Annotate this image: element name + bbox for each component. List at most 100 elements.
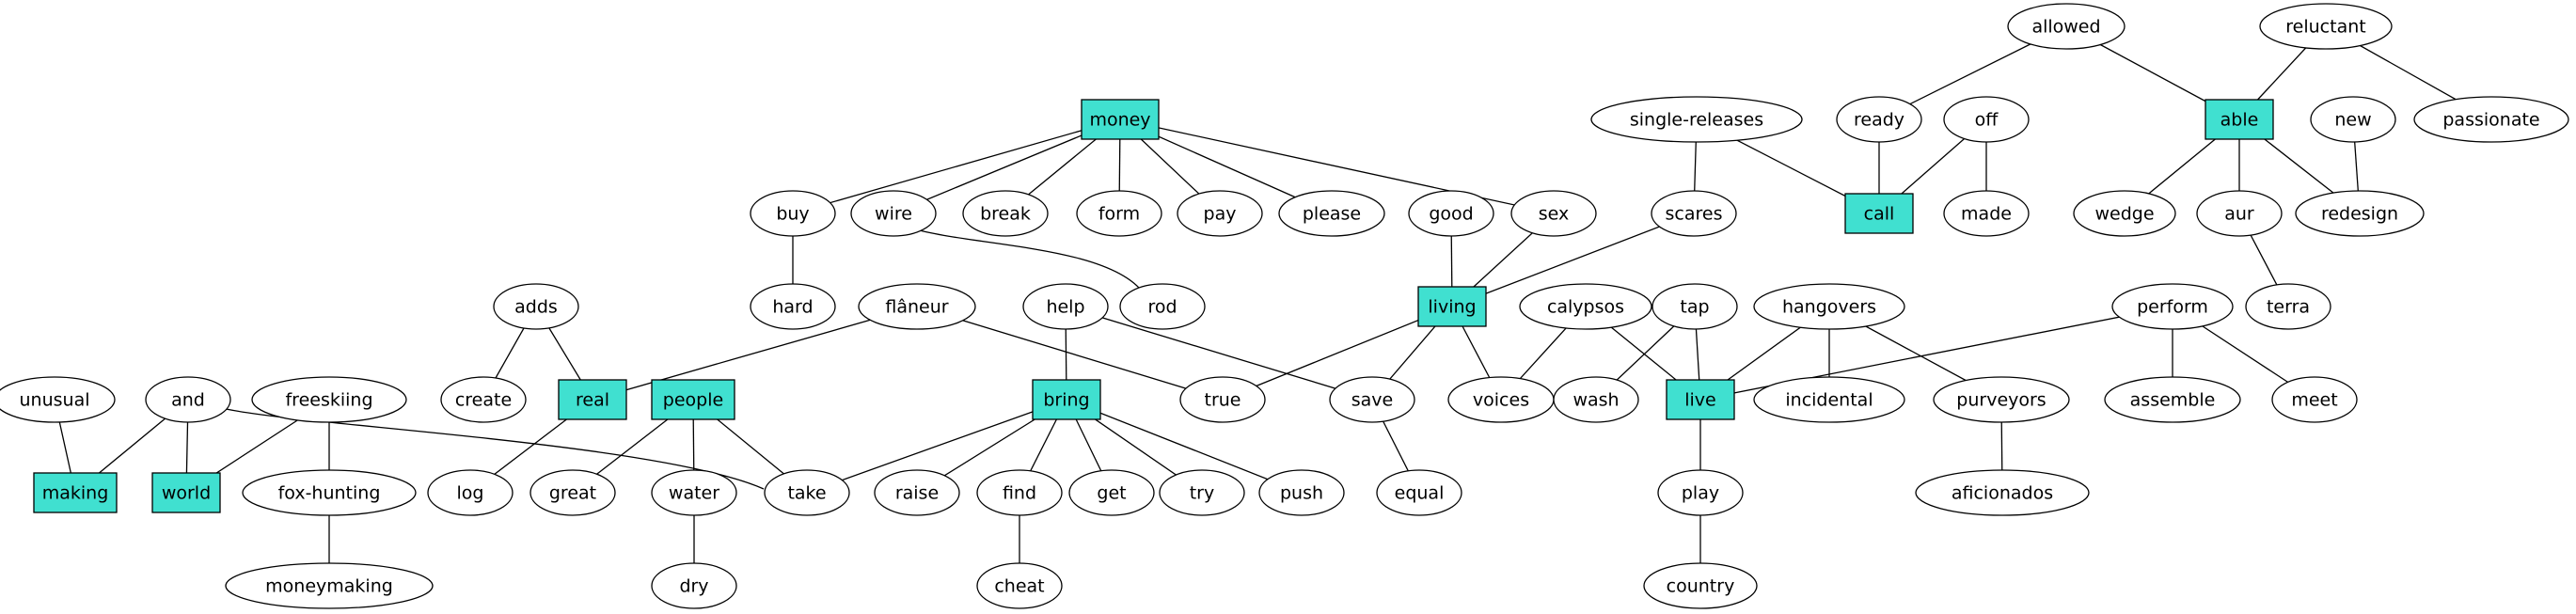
node-passionate: passionate [2413, 96, 2569, 143]
node-incidental-label: incidental [1785, 390, 1873, 411]
node-able-shape [2205, 99, 2274, 140]
edge-bring-take [806, 399, 1067, 494]
node-create: create [440, 376, 527, 423]
node-take-shape [764, 469, 850, 516]
node-aficionados: aficionados [1915, 469, 2090, 516]
node-save-shape [1329, 376, 1415, 423]
node-cheat-shape [976, 562, 1063, 609]
node-wash-shape [1553, 376, 1639, 423]
node-scares: scares [1651, 190, 1737, 237]
node-help-shape [1022, 283, 1109, 330]
node-off-label: off [1975, 110, 1999, 131]
node-tap: tap [1651, 283, 1738, 330]
node-meet: meet [2271, 376, 2358, 423]
node-allowed-shape [2007, 3, 2126, 50]
node-true-shape [1179, 376, 1266, 423]
node-made: made [1943, 190, 2030, 237]
node-ready: ready [1836, 96, 1922, 143]
node-log-shape [427, 469, 514, 516]
node-find-label: find [1003, 483, 1036, 504]
node-create-label: create [455, 390, 512, 411]
node-flaneur: flâneur [858, 283, 976, 330]
node-hard-label: hard [772, 297, 813, 318]
node-get: get [1068, 469, 1155, 516]
node-rod: rod [1119, 283, 1206, 330]
node-money-label: money [1089, 110, 1150, 131]
node-terra-label: terra [2267, 297, 2310, 318]
node-rod-label: rod [1147, 297, 1177, 318]
node-find-shape [976, 469, 1063, 516]
node-wash: wash [1553, 376, 1639, 423]
node-calypsos: calypsos [1519, 283, 1652, 330]
node-pay-label: pay [1204, 204, 1237, 225]
node-able: able [2205, 99, 2274, 140]
node-play-label: play [1682, 483, 1719, 504]
edge-bring-push [1066, 399, 1303, 494]
node-and-label: and [171, 390, 205, 411]
node-save-label: save [1351, 390, 1393, 411]
node-great-label: great [549, 483, 596, 504]
node-buy-label: buy [776, 204, 809, 225]
node-try-shape [1159, 469, 1245, 516]
node-create-shape [440, 376, 527, 423]
edge-money-buy [792, 118, 1121, 214]
node-cheat-label: cheat [994, 576, 1044, 597]
node-call-shape [1844, 193, 1914, 234]
node-aficionados-label: aficionados [1952, 483, 2053, 504]
node-incidental: incidental [1753, 376, 1905, 423]
node-people: people [651, 379, 735, 420]
node-and: and [145, 376, 231, 423]
edge-help-save [1065, 306, 1373, 401]
node-living-shape [1417, 286, 1487, 327]
node-help-label: help [1046, 297, 1084, 318]
node-made-shape [1943, 190, 2030, 237]
node-people-shape [651, 379, 735, 420]
node-new-label: new [2334, 110, 2371, 131]
node-bring-label: bring [1043, 390, 1089, 411]
node-flaneur-shape [858, 283, 976, 330]
node-tap-shape [1651, 283, 1738, 330]
node-real: real [558, 379, 627, 420]
node-cheat: cheat [976, 562, 1063, 609]
node-push: push [1258, 469, 1345, 516]
node-please-shape [1278, 190, 1385, 237]
node-raise-shape [874, 469, 960, 516]
node-form-label: form [1098, 204, 1140, 225]
node-hangovers: hangovers [1753, 283, 1905, 330]
node-find: find [976, 469, 1063, 516]
node-play-shape [1657, 469, 1744, 516]
node-sex-label: sex [1539, 204, 1570, 225]
node-purveyors-shape [1933, 376, 2070, 423]
node-wire-label: wire [875, 204, 912, 225]
node-log-label: log [457, 483, 484, 504]
node-equal: equal [1376, 469, 1462, 516]
node-live-label: live [1684, 390, 1716, 411]
node-adds-label: adds [514, 297, 558, 318]
node-wire: wire [850, 190, 937, 237]
node-living-label: living [1428, 297, 1476, 318]
node-play: play [1657, 469, 1744, 516]
node-break: break [962, 190, 1049, 237]
node-incidental-shape [1753, 376, 1905, 423]
node-redesign: redesign [2295, 190, 2425, 237]
node-voices: voices [1447, 376, 1555, 423]
node-aur-label: aur [2224, 204, 2254, 225]
node-made-label: made [1961, 204, 2012, 225]
node-buy-shape [750, 190, 836, 237]
node-help: help [1022, 283, 1109, 330]
node-new: new [2310, 96, 2396, 143]
node-dry: dry [651, 562, 737, 609]
node-rod-shape [1119, 283, 1206, 330]
node-terra-shape [2245, 283, 2331, 330]
node-call-label: call [1864, 204, 1895, 225]
node-scares-shape [1651, 190, 1737, 237]
node-pay: pay [1177, 190, 1263, 237]
node-moneymaking-shape [225, 562, 434, 609]
node-adds: adds [493, 283, 579, 330]
node-sex: sex [1510, 190, 1597, 237]
node-freeskiing: freeskiing [251, 376, 407, 423]
node-world-shape [151, 472, 221, 513]
node-bring-shape [1032, 379, 1101, 420]
node-reluctant-label: reluctant [2285, 17, 2365, 38]
